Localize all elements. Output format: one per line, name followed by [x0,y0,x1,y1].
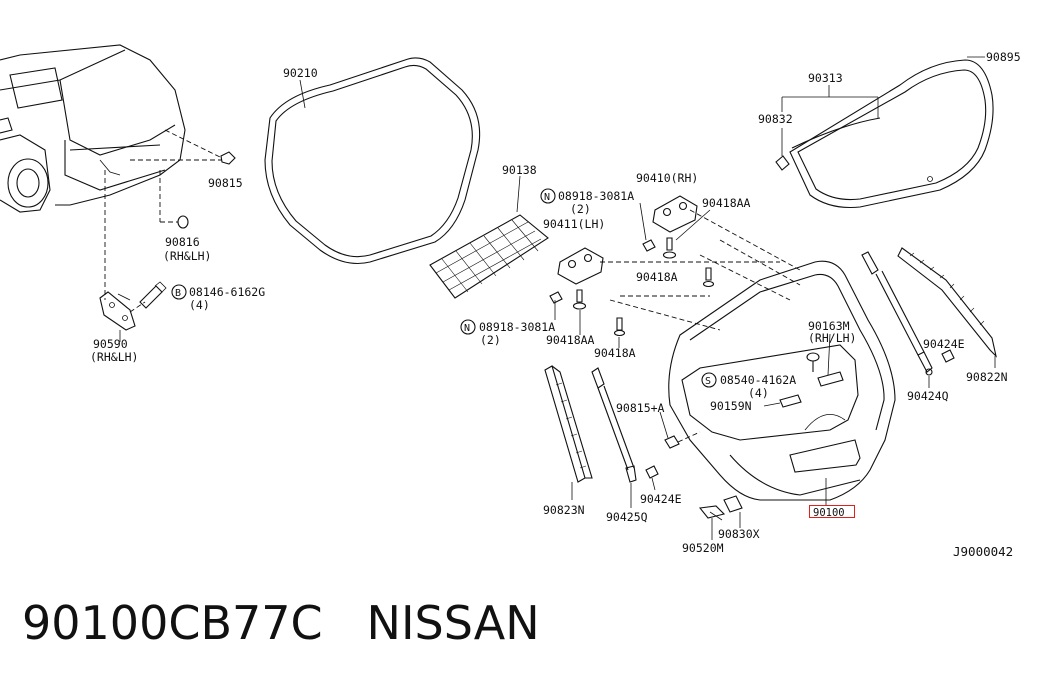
label-90100: 90100 [813,507,845,519]
stay-90424Q-icon [861,251,933,376]
label-90138: 90138 [502,163,537,177]
bolt-90418A-right-icon [702,267,715,288]
striker-90520M-icon [698,505,726,521]
label-90520M: 90520M [682,541,724,555]
label-90823N: 90823N [543,503,585,517]
label-90832: 90832 [758,112,793,126]
label-90424E-left: 90424E [640,492,682,506]
symbol-n-lower-icon [460,319,476,335]
symbol-n-lower: N [464,323,470,334]
bumper-90424E-left-icon [645,465,659,479]
bolt-90418A-left-icon [613,317,626,337]
bolt-90418AA-lower-icon [572,289,587,310]
symbol-n-upper-icon [540,188,556,204]
label-08918-lower-qty: (2) [480,333,501,347]
clip-90815-icon [220,151,236,165]
stay-90425Q-icon [591,367,637,483]
label-08540-qty: (4) [748,386,769,400]
label-90159N: 90159N [710,399,752,413]
brand-name: NISSAN [366,596,540,650]
symbol-s: S [705,376,711,387]
seal-90822N-icon [897,247,997,358]
label-08918-upper: 08918-3081A [558,189,634,203]
nut-08918-upper-icon [642,239,656,252]
label-90822N: 90822N [966,370,1008,384]
hinge-90411-icon [557,247,604,285]
vehicle-rear-illustration [0,44,223,300]
emblem-90159N-icon [779,394,802,408]
label-90895: 90895 [986,50,1021,64]
back-door-90100-icon [668,260,896,501]
label-08918-upper-qty: (2) [570,202,591,216]
label-90815A: 90815+A [616,401,665,415]
label-08146: 08146-6162G [189,285,265,299]
highlighted-part-marker [809,505,855,518]
diagram-ref-code: J9000042 [953,544,1013,559]
finisher-90138-icon [429,214,549,299]
plate-90830X-icon [723,495,743,513]
symbol-b: B [175,288,181,299]
label-90410: 90410(RH) [636,171,698,185]
label-90816-note: (RH&LH) [163,249,211,263]
symbol-n-upper: N [544,192,550,203]
label-90815: 90815 [208,176,243,190]
part-number: 90100CB77C [22,596,323,650]
label-90163M: 90163M [808,319,850,333]
symbol-b-icon [171,284,187,300]
label-08146-qty: (4) [189,298,210,312]
grommet-90816-icon [177,215,189,229]
label-90418A-right: 90418A [636,270,678,284]
clip-90815A-icon [664,435,680,449]
hinge-90410-icon [652,195,698,233]
part-caption: 90100CB77C NISSAN [22,596,540,650]
label-90590-note: (RH&LH) [90,350,138,364]
bumper-90424E-right-icon [941,349,955,363]
label-90418AA-lower: 90418AA [546,333,595,347]
symbol-s-icon [701,372,717,388]
emblem-90163M-icon [806,352,844,387]
label-90830X: 90830X [718,527,760,541]
weatherstrip-90210-icon [264,57,481,265]
label-90424Q: 90424Q [907,389,949,403]
label-08540: 08540-4162A [720,373,796,387]
glass-90895-icon [789,59,994,209]
label-90816: 90816 [165,235,200,249]
bolt-90418AA-upper-icon [662,237,677,259]
label-90411: 90411(LH) [543,217,605,231]
bracket-90590-icon [99,291,136,331]
label-90313: 90313 [808,71,843,85]
label-90418A-left: 90418A [594,346,636,360]
label-90590: 90590 [93,337,128,351]
molding-90313-icon [791,117,881,149]
label-08918-lower: 08918-3081A [479,320,555,334]
seal-90823N-icon [544,365,593,483]
clip-90832-icon [775,155,790,171]
bolt-08146-icon [139,281,167,309]
label-90424E-right: 90424E [923,337,965,351]
label-90418AA-upper: 90418AA [702,196,751,210]
nut-08918-lower-icon [549,291,563,304]
label-90163M-note: (RH/LH) [808,331,856,345]
label-90425Q: 90425Q [606,510,648,524]
label-90210: 90210 [283,66,318,80]
